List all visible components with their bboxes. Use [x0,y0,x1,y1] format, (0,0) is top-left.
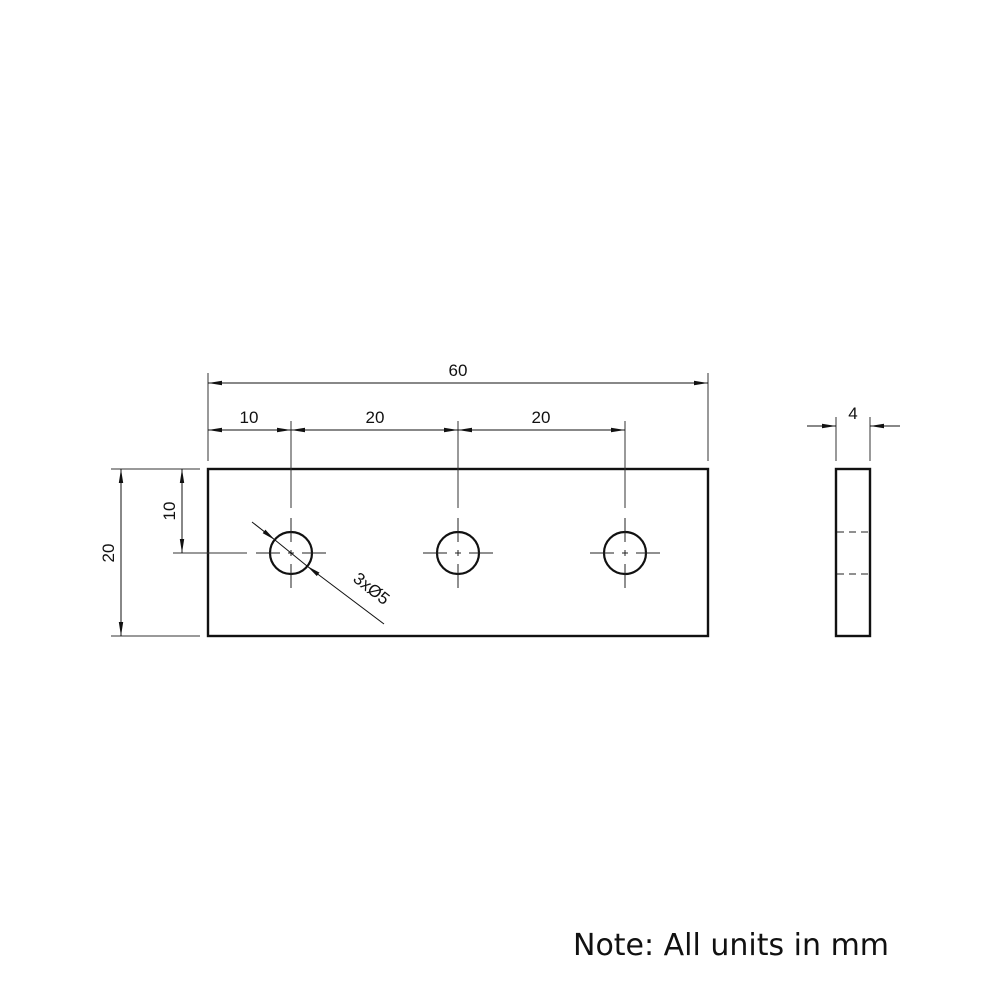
dim-label-height-20: 20 [99,544,118,563]
hole-3 [590,518,660,588]
dim-label-60: 60 [449,361,468,380]
hole-diameter-callout: 3xØ5 [251,521,393,625]
units-note: Note: All units in mm [573,928,890,963]
dimension-hole-offset: 10 [160,469,185,553]
dim-label-offset-10: 10 [160,502,179,521]
dim-label-thickness-4: 4 [848,404,857,423]
dimension-height: 20 [99,469,124,636]
dim-label-20-a: 20 [366,408,385,427]
dimension-hole-spacing: 10 20 20 [208,408,625,433]
dim-label-20-b: 20 [532,408,551,427]
side-extension-lines [835,417,871,461]
dimension-overall-length: 60 [208,361,708,386]
side-view: 4 [807,404,900,638]
hidden-lines [837,531,869,575]
side-outline [834,467,872,638]
extension-lines [111,373,709,637]
dimension-thickness: 4 [807,404,900,429]
hole-2 [423,518,493,588]
dim-label-10: 10 [240,408,259,427]
hole-1 [256,518,326,588]
front-view: 60 10 20 20 20 10 3xØ5 [99,361,710,638]
